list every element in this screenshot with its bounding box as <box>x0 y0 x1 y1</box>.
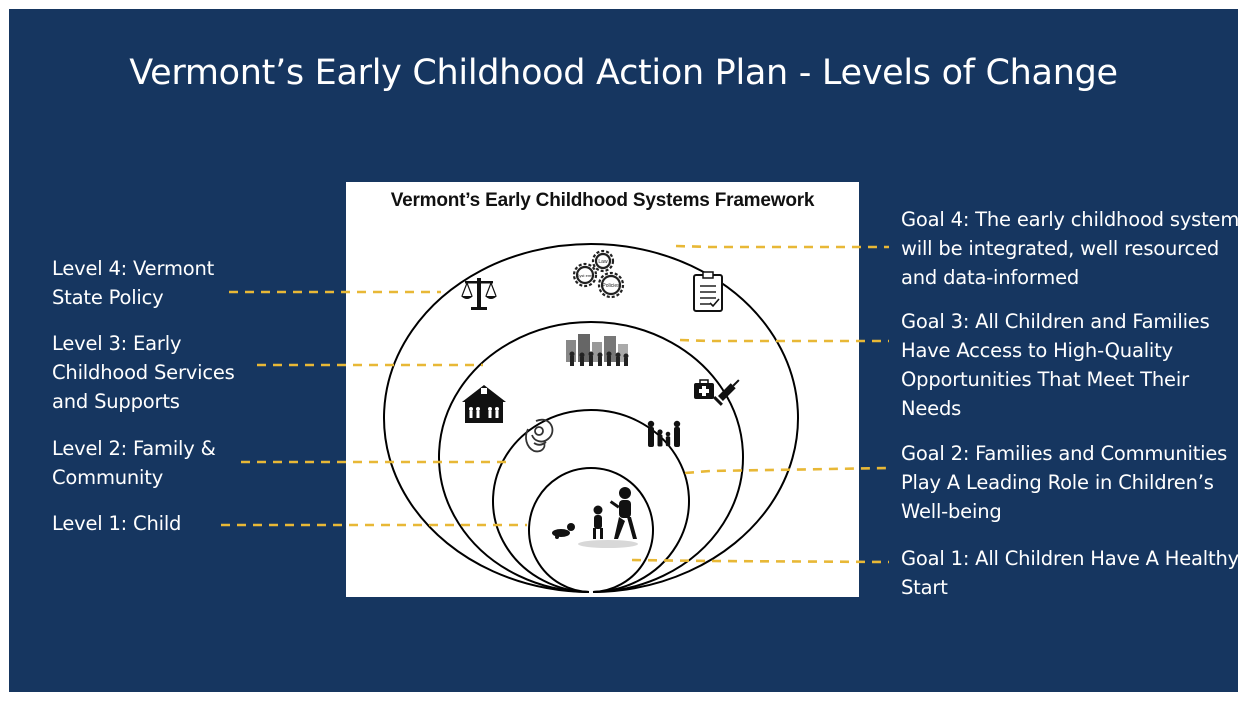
goal-1-line-2: Start <box>901 576 948 599</box>
goal-1-connector <box>631 558 890 564</box>
level-4-line-2: State Policy <box>52 286 164 309</box>
gears-icon: Law Syst ems Policies <box>572 249 625 299</box>
ring-level-2 <box>492 409 690 593</box>
city-crowd-icon <box>566 334 629 366</box>
shadow-reflection <box>578 540 638 548</box>
goal-2-label: Goal 2: Families and Communities Play A … <box>901 439 1227 526</box>
gear-label-systems: Syst ems <box>577 273 593 278</box>
child-growth-icon <box>552 487 637 539</box>
gear-label-policies: Policies <box>602 283 620 289</box>
goal-4-label: Goal 4: The early childhood system will … <box>901 205 1238 292</box>
goal-4-connector <box>675 244 889 249</box>
level-3-label: Level 3: Early Childhood Services and Su… <box>52 329 235 416</box>
level-1-line-1: Level 1: Child <box>52 512 182 535</box>
level-4-line-1: Level 4: Vermont <box>52 257 215 280</box>
first-aid-kit-icon <box>694 379 714 399</box>
slide: Vermont’s Early Childhood Action Plan - … <box>9 9 1238 692</box>
ring-level-1 <box>528 467 654 593</box>
ring-level-4 <box>383 243 799 593</box>
framework-title: Vermont’s Early Childhood Systems Framew… <box>390 190 815 211</box>
mother-baby-icon <box>525 418 554 453</box>
clipboard-checklist-icon <box>693 271 723 312</box>
goal-3-line-3: Opportunities That Meet Their <box>901 368 1189 391</box>
goal-3-line-1: Goal 3: All Children and Families <box>901 310 1210 333</box>
slide-title: Vermont’s Early Childhood Action Plan - … <box>129 53 1118 93</box>
level-4-label: Level 4: Vermont State Policy <box>52 254 214 312</box>
level-2-line-1: Level 2: Family & <box>52 437 216 460</box>
goal-4-line-3: and data-informed <box>901 266 1080 289</box>
level-2-line-2: Community <box>52 466 164 489</box>
goal-1-label: Goal 1: All Children Have A Healthy Star… <box>901 544 1238 602</box>
family-icon <box>647 420 681 447</box>
level-3-line-1: Level 3: Early <box>52 332 182 355</box>
connector-lines <box>221 244 890 564</box>
goal-4-line-2: will be integrated, well resourced <box>901 237 1220 260</box>
syringe-icon <box>713 379 740 406</box>
ring-level-3 <box>438 321 744 593</box>
level-2-label: Level 2: Family & Community <box>52 434 216 492</box>
goal-3-line-4: Needs <box>901 397 962 420</box>
goal-3-line-2: Have Access to High-Quality <box>901 339 1173 362</box>
level-1-label: Level 1: Child <box>52 509 181 538</box>
goal-2-line-1: Goal 2: Families and Communities <box>901 442 1228 465</box>
goal-4-line-1: Goal 4: The early childhood system <box>901 208 1238 231</box>
goal-3-label: Goal 3: All Children and Families Have A… <box>901 307 1210 423</box>
level-3-line-3: and Supports <box>52 390 180 413</box>
goal-2-line-3: Well-being <box>901 500 1002 523</box>
level-3-line-2: Childhood Services <box>52 361 235 384</box>
gear-label-law: Law <box>598 259 608 265</box>
goal-2-connector <box>684 466 890 475</box>
scales-of-justice-icon <box>461 278 497 310</box>
goal-3-connector <box>679 338 889 343</box>
goal-1-line-1: Goal 1: All Children Have A Healthy <box>901 547 1238 570</box>
school-house-icon <box>462 385 506 423</box>
goal-2-line-2: Play A Leading Role in Children’s <box>901 471 1214 494</box>
framework-diagram: Law Syst ems Policies <box>383 243 799 593</box>
framework-panel: Law Syst ems Policies <box>346 182 859 597</box>
